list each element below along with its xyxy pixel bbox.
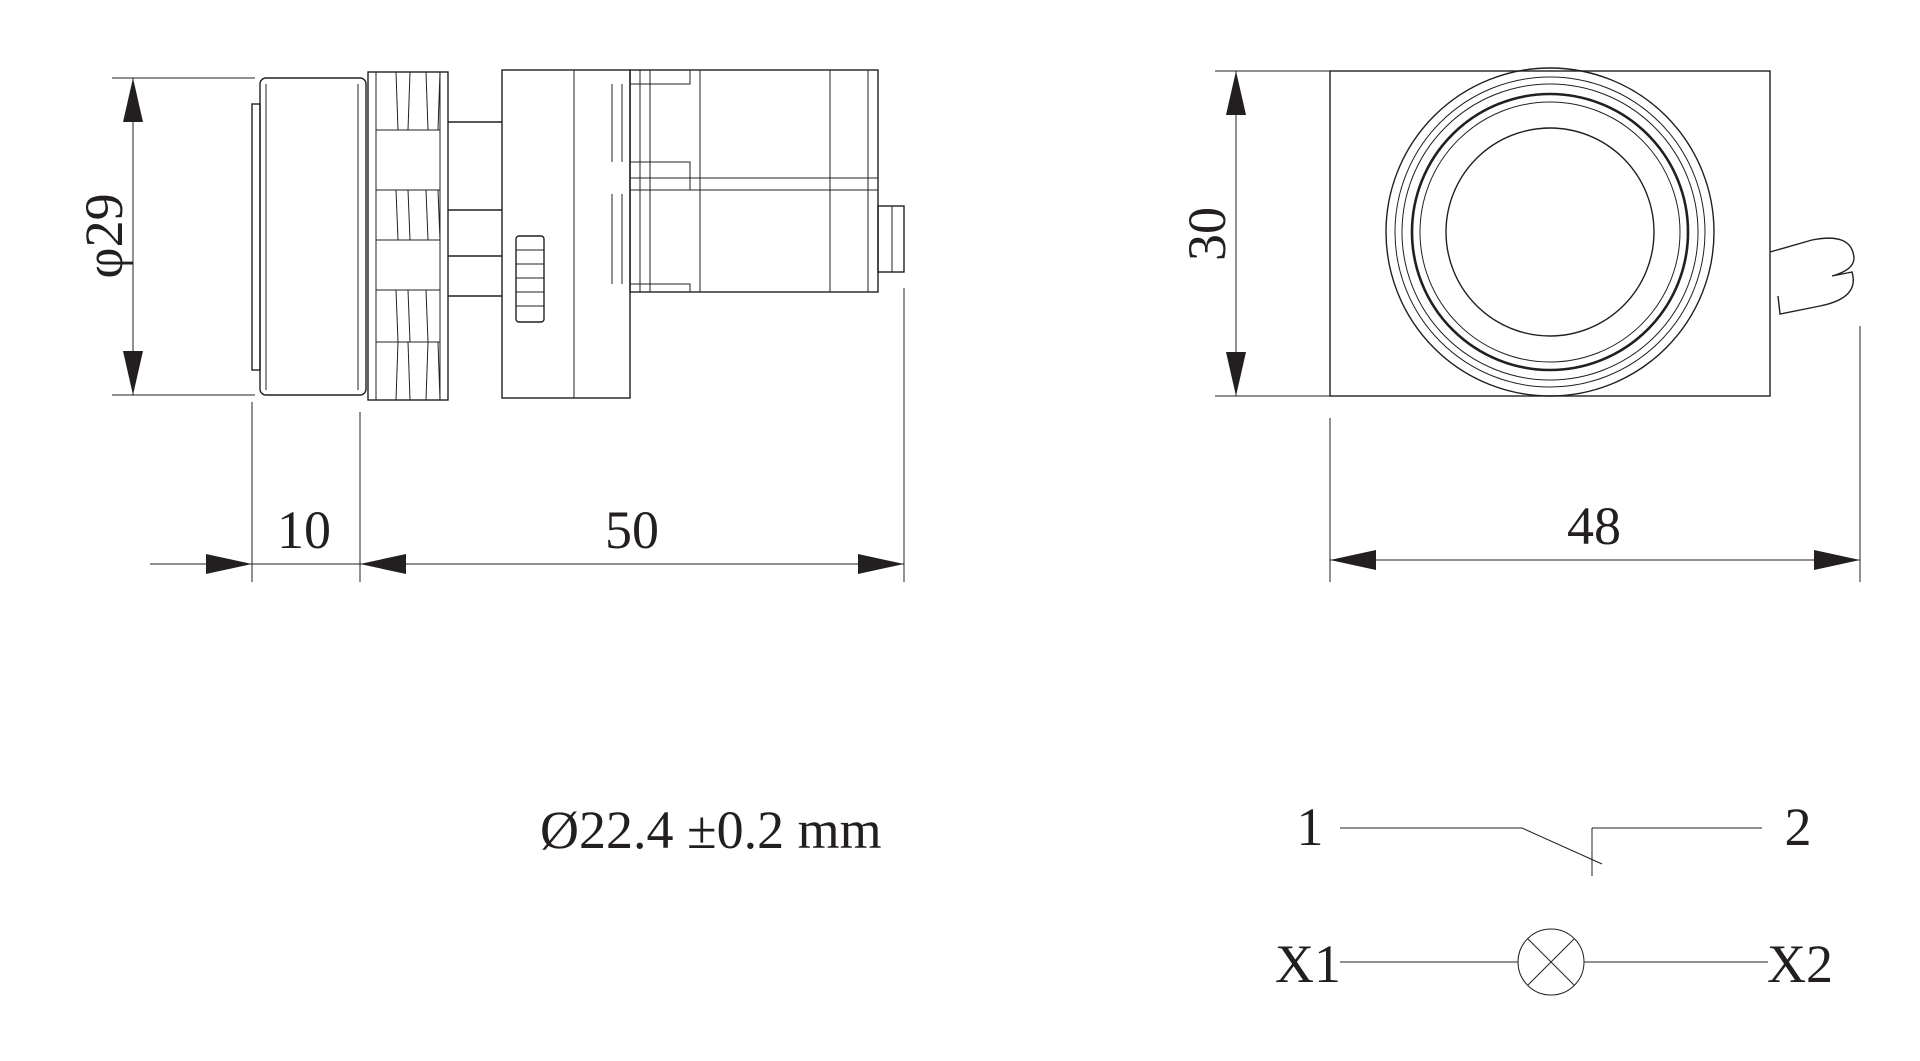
side-view-bezel <box>251 77 367 396</box>
side-view: φ29 10 50 <box>74 69 905 582</box>
dimension-label-length-10: 10 <box>277 500 331 560</box>
front-view-housing <box>1329 70 1771 397</box>
dimension-label-length-50: 50 <box>605 500 659 560</box>
dimension-width-48: 48 <box>1329 326 1861 582</box>
front-view-terminal-tab <box>1769 237 1855 315</box>
side-view-threaded-ring <box>367 71 449 401</box>
side-view-neck <box>448 121 545 323</box>
mounting-hole-note: Ø22.4 ±0.2 mm <box>540 800 882 860</box>
lamp-label-x1: X1 <box>1275 934 1341 994</box>
dimension-length-10-50: 10 50 <box>150 288 905 582</box>
contact-label-2: 2 <box>1785 797 1812 857</box>
front-view-bezel-rings <box>1385 67 1715 397</box>
side-view-housing <box>501 69 905 399</box>
dimension-label-diameter-29: φ29 <box>74 193 134 278</box>
front-view: 30 48 <box>1177 67 1861 582</box>
dimension-label-width-48: 48 <box>1567 496 1621 556</box>
switch-schematic: 1 2 <box>1297 797 1812 876</box>
lamp-schematic: X1 X2 <box>1275 928 1833 996</box>
contact-label-1: 1 <box>1297 797 1324 857</box>
lamp-label-x2: X2 <box>1767 934 1833 994</box>
dimension-diameter-29: φ29 <box>74 77 255 396</box>
dimension-label-height-30: 30 <box>1177 207 1237 261</box>
dimension-height-30: 30 <box>1177 70 1330 397</box>
